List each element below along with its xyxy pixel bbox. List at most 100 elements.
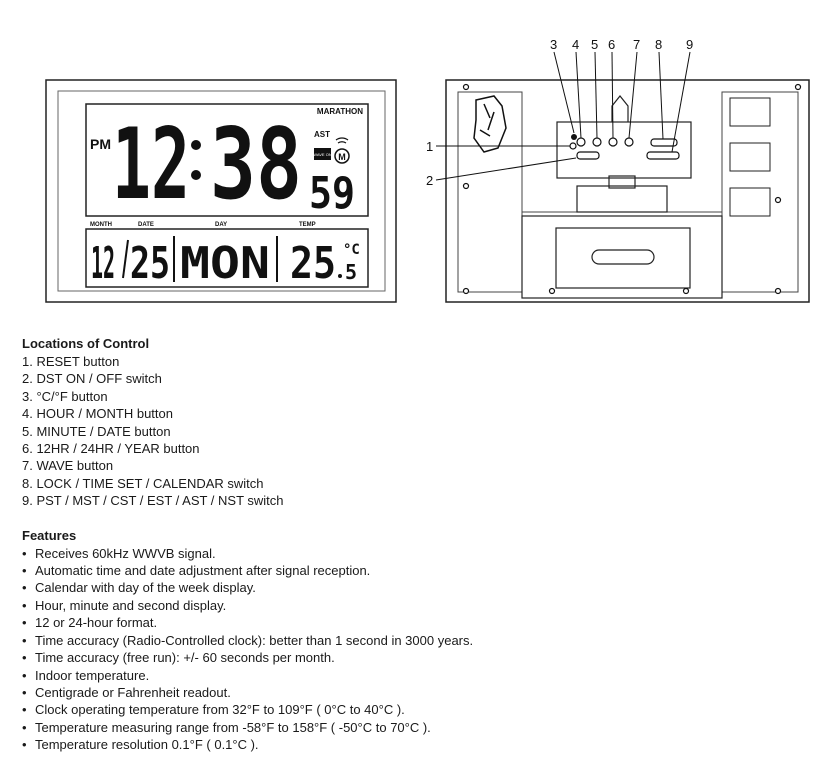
signal-wave-icon [335, 137, 349, 144]
screw-hole [774, 196, 782, 204]
list-item: 5. MINUTE / DATE button [22, 423, 171, 439]
back-left-panel [457, 91, 523, 293]
list-item: Clock operating temperature from 32°F to… [22, 701, 802, 718]
list-item: Receives 60kHz WWVB signal. [22, 545, 802, 562]
label-day: DAY [215, 222, 227, 228]
callout-line-6 [611, 51, 614, 139]
callout-3: 3 [550, 37, 557, 52]
text-content: Locations of Control 1. RESET button 2. … [22, 336, 802, 754]
list-item: Temperature resolution 0.1°F ( 0.1°C ). [22, 736, 802, 753]
celsius-fahrenheit-button [571, 134, 577, 140]
list-item: 6. 12HR / 24HR / YEAR button [22, 441, 200, 457]
screw-hole [794, 83, 802, 91]
pm-indicator: PM [90, 136, 111, 152]
calendar-day: MON [180, 238, 270, 289]
list-item: 2. DST ON / OFF switch [22, 371, 162, 387]
front-outer-frame [45, 79, 397, 303]
list-item: 7. WAVE button [22, 458, 114, 474]
list-item: Time accuracy (free run): +/- 60 seconds… [22, 649, 802, 666]
control-panel [556, 121, 692, 179]
colon-dot-top [191, 140, 201, 150]
screw-holes [462, 83, 802, 295]
stand-center [608, 175, 636, 189]
callout-6: 6 [608, 37, 615, 52]
instruction-icon-1 [729, 97, 771, 127]
callout-7: 7 [633, 37, 640, 52]
callout-8: 8 [655, 37, 662, 52]
time-seconds: 59 [309, 168, 355, 219]
clock-front-view: MARATHON PM 12 38 AST WAVE ON M 59 MONTH… [45, 79, 397, 303]
callout-1: 1 [426, 139, 433, 154]
label-date: DATE [138, 222, 154, 228]
list-item: Indoor temperature. [22, 667, 802, 684]
temperature-decimal: 5 [345, 260, 357, 284]
features-list: Receives 60kHz WWVB signal. Automatic ti… [22, 545, 802, 754]
battery-door [555, 227, 691, 289]
list-item: Calendar with day of the week display. [22, 579, 802, 596]
lock-time-calendar-switch [650, 138, 678, 147]
screw-hole [774, 287, 782, 295]
label-temp: TEMP [299, 222, 316, 228]
clock-back-view [445, 79, 810, 303]
back-right-panel [721, 91, 799, 293]
m-logo-letter: M [338, 152, 346, 162]
callout-line-7 [628, 51, 638, 139]
callout-lines [435, 51, 691, 181]
list-item: Time accuracy (Radio-Controlled clock): … [22, 632, 802, 649]
wave-on-label: WAVE ON [313, 152, 332, 157]
time-zone-switch [646, 151, 680, 160]
list-item: Automatic time and date adjustment after… [22, 562, 802, 579]
crack-logo-icon [473, 95, 507, 153]
callout-2: 2 [426, 173, 433, 188]
callout-line-5 [594, 51, 598, 139]
time-hours: 12 [112, 108, 190, 222]
list-item: Centigrade or Fahrenheit readout. [22, 684, 802, 701]
calendar-lcd-panel [85, 228, 369, 288]
callout-line-4 [575, 51, 582, 139]
list-item: Hour, minute and second display. [22, 597, 802, 614]
wave-on-badge [314, 148, 331, 160]
callout-line-2 [435, 157, 577, 181]
callout-4: 4 [572, 37, 579, 52]
ast-indicator: AST [314, 130, 330, 139]
temperature-unit: °C [343, 242, 360, 258]
temperature-value: 25 [290, 238, 336, 289]
calendar-date: 25 [130, 238, 170, 289]
features-heading: Features [22, 527, 77, 543]
list-item: 9. PST / MST / CST / EST / AST / NST swi… [22, 493, 284, 509]
instruction-icon-2 [729, 142, 771, 172]
list-item: 3. °C/°F button [22, 388, 108, 404]
screw-hole [462, 182, 470, 190]
instruction-icon-3 [729, 187, 771, 217]
screw-hole [682, 287, 690, 295]
screw-hole [548, 287, 556, 295]
dst-switch [576, 151, 600, 160]
front-inner-frame [57, 90, 386, 292]
callout-line-9 [671, 51, 691, 153]
controls-heading: Locations of Control [22, 336, 150, 351]
list-item: 12 or 24-hour format. [22, 614, 802, 631]
label-month: MONTH [90, 222, 112, 228]
callout-line-8 [658, 51, 664, 140]
battery-door-latch [591, 249, 655, 265]
back-outer-frame [445, 79, 810, 303]
m-logo-icon [334, 148, 350, 164]
calendar-month: 12 [91, 238, 115, 289]
callout-line-3 [553, 51, 575, 134]
stand-bracket [576, 185, 668, 213]
screw-hole [462, 83, 470, 91]
month-date-slash [122, 239, 129, 279]
callout-9: 9 [686, 37, 693, 52]
screw-hole [462, 287, 470, 295]
list-item: 1. RESET button [22, 354, 120, 369]
list-item: 4. HOUR / MONTH button [22, 406, 173, 422]
hanger-hook [611, 95, 629, 122]
temp-decimal-point [338, 274, 342, 278]
time-minutes: 38 [210, 108, 302, 222]
battery-compartment [521, 215, 723, 299]
brand-label: MARATHON [317, 107, 363, 116]
list-item: 8. LOCK / TIME SET / CALENDAR switch [22, 475, 264, 491]
clock-diagram: MARATHON PM 12 38 AST WAVE ON M 59 MONTH… [45, 37, 810, 303]
callout-5: 5 [591, 37, 598, 52]
controls-list: 1. RESET button 2. DST ON / OFF switch 3… [22, 353, 802, 510]
